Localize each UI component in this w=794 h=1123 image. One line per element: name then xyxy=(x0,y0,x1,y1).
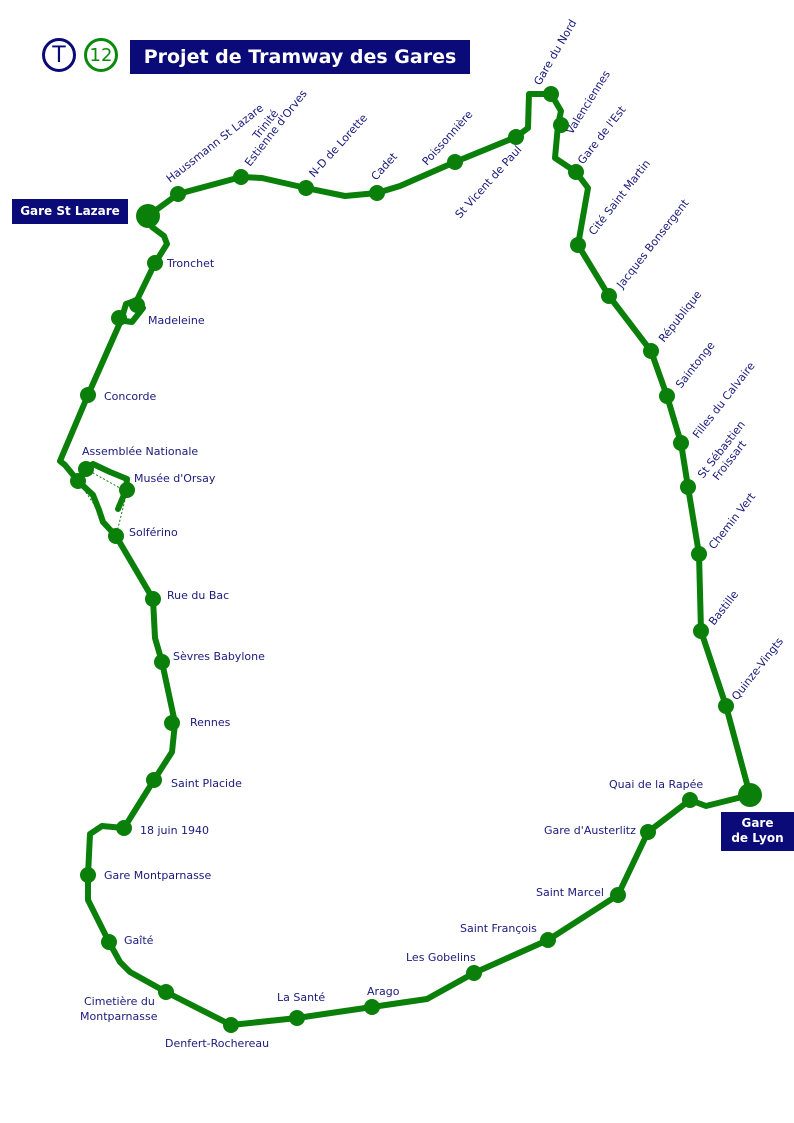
station-label-denfert: Denfert-Rochereau xyxy=(165,1037,269,1050)
station-dot-cadet xyxy=(369,185,385,201)
station-dot-sebastien xyxy=(680,479,696,495)
station-dot-sante xyxy=(289,1010,305,1026)
station-dot-orsay xyxy=(119,482,135,498)
station-dot-cimetiere xyxy=(158,984,174,1000)
station-dot-juin xyxy=(116,820,132,836)
tram-mode-badge: T xyxy=(42,38,76,72)
station-marker xyxy=(70,86,762,1033)
station-label-assemblee: Assemblée Nationale xyxy=(82,445,198,458)
station-dot-madeleine xyxy=(129,297,145,313)
station-dot-bastille xyxy=(693,623,709,639)
station-label-cheminvert: Chemin Vert xyxy=(706,490,758,552)
station-dot-tronchet xyxy=(147,255,163,271)
station-dot-lorette xyxy=(298,180,314,196)
station-label-sante: La Santé xyxy=(277,991,325,1004)
station-label-bac: Rue du Bac xyxy=(167,589,229,602)
station-dot-poissonniere xyxy=(447,154,463,170)
station-label-rapee: Quai de la Rapée xyxy=(609,778,703,791)
station-label-bonsergent: Jacques Bonsergent xyxy=(614,196,692,291)
station-label-saintonge: Saintonge xyxy=(673,339,718,391)
station-dot-assemblee-2 xyxy=(70,473,86,489)
line-number-label: 12 xyxy=(89,44,113,66)
station-dot-est xyxy=(568,164,584,180)
station-dot-concorde xyxy=(80,387,96,403)
station-dot-quinzevingts xyxy=(718,698,734,714)
station-dot-austerlitz xyxy=(640,824,656,840)
station-label-gaite: Gaîté xyxy=(124,934,154,947)
station-label-solferino: Solférino xyxy=(129,526,178,539)
station-dot-gaite xyxy=(101,934,117,950)
station-dot-rapee xyxy=(682,792,698,808)
station-dot-valenciennes xyxy=(553,117,569,133)
station-label-placide: Saint Placide xyxy=(171,777,242,790)
station-label-saintmarcel: Saint Marcel xyxy=(536,886,604,899)
station-dot-solferino xyxy=(108,528,124,544)
station-dot-denfert xyxy=(223,1017,239,1033)
station-dot-republique xyxy=(643,343,659,359)
station-label-juin: 18 juin 1940 xyxy=(140,824,209,837)
station-label-quinzevingts: Quinze-Vingts xyxy=(729,635,786,703)
station-dot-madeleine-2 xyxy=(111,310,127,326)
station-label-orves: Estienne d'Orves xyxy=(242,87,310,169)
station-label-austerlitz: Gare d'Austerlitz xyxy=(544,824,636,837)
station-dot-trinite xyxy=(233,169,249,185)
station-dot-montparnasse xyxy=(80,867,96,883)
station-label-saintfrancois: Saint François xyxy=(460,922,537,935)
station-label-montparnasse: Gare Montparnasse xyxy=(104,869,212,882)
station-label-gobelins: Les Gobelins xyxy=(406,951,476,964)
station-dot-saintmarcel xyxy=(610,887,626,903)
station-dot-calvaire xyxy=(673,435,689,451)
station-label-cimetiere-1: Cimetière du xyxy=(84,995,155,1008)
station-dot-rennes xyxy=(164,715,180,731)
station-label-cadet: Cadet xyxy=(369,150,401,183)
station-label-sevres: Sèvres Babylone xyxy=(173,650,265,663)
station-dot-citemartin xyxy=(570,237,586,253)
station-label-concorde: Concorde xyxy=(104,390,156,403)
terminus-lazare-label: Gare St Lazare xyxy=(20,204,120,218)
station-dot-hausmann xyxy=(170,186,186,202)
tram-line-route xyxy=(57,91,753,1028)
terminus-gare-st-lazare: Gare St Lazare xyxy=(12,199,128,224)
station-label-hausmann: Haussmann St Lazare xyxy=(164,101,266,185)
station-dot-lyon xyxy=(738,783,762,807)
station-dot-sevres xyxy=(154,654,170,670)
station-dot-arago xyxy=(364,999,380,1015)
station-dot-stvincent xyxy=(508,129,524,145)
station-label-tronchet: Tronchet xyxy=(166,257,215,270)
station-dot-saintonge xyxy=(659,388,675,404)
station-dot-gobelins xyxy=(466,965,482,981)
station-label-calvaire: Filles du Calvaire xyxy=(690,359,758,440)
station-dot-cheminvert xyxy=(691,546,707,562)
station-dot-bonsergent xyxy=(601,288,617,304)
station-dot-lazare xyxy=(136,204,160,228)
station-label-cimetiere-2: Montparnasse xyxy=(80,1010,158,1023)
station-dot-nord xyxy=(543,86,559,102)
station-label-lorette: N-D de Lorette xyxy=(307,111,371,180)
station-label-citemartin: Cité Saint Martin xyxy=(586,157,653,237)
map-title: Projet de Tramway des Gares xyxy=(130,40,470,74)
terminus-gare-de-lyon: Gare de Lyon xyxy=(721,812,794,851)
station-label-stvincent: St Vicent de Paul xyxy=(453,143,525,221)
station-dot-assemblee xyxy=(78,461,94,477)
line-number-badge: 12 xyxy=(84,38,118,72)
station-label-bastille: Bastille xyxy=(706,588,741,628)
tram-mode-label: T xyxy=(52,42,66,68)
terminus-lyon-label-1: Gare xyxy=(741,816,774,830)
station-dot-saintfrancois xyxy=(540,932,556,948)
terminus-lyon-label-2: de Lyon xyxy=(731,831,784,845)
station-dot-bac xyxy=(145,591,161,607)
station-label-nord: Gare du Nord xyxy=(531,17,579,87)
station-label-rennes: Rennes xyxy=(190,716,231,729)
station-dot-placide xyxy=(146,772,162,788)
station-label-arago: Arago xyxy=(367,985,400,998)
station-label-madeleine: Madeleine xyxy=(148,314,205,327)
station-label-orsay: Musée d'Orsay xyxy=(134,472,216,485)
station-label-republique: République xyxy=(656,288,704,345)
